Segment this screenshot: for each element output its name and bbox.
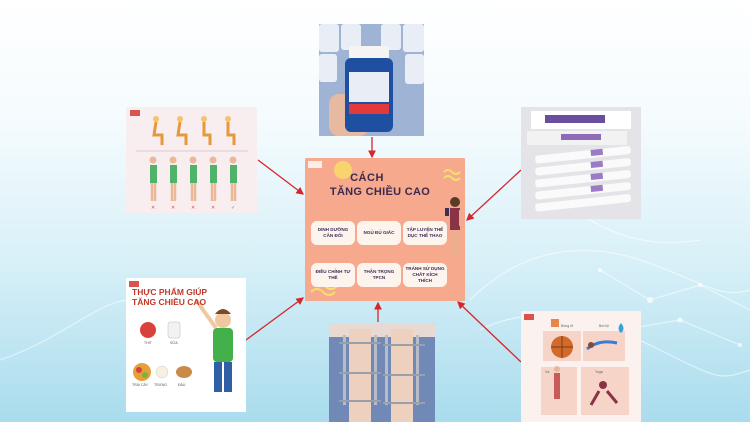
sports-illustration: Bóng rổ Bơi lội Xà Yoga xyxy=(521,311,641,422)
svg-text:Bóng rổ: Bóng rổ xyxy=(561,324,573,328)
svg-text:✕: ✕ xyxy=(211,205,215,211)
card-title-line2: TĂNG CHIỀU CAO xyxy=(329,186,431,198)
svg-text:Bơi lội: Bơi lội xyxy=(599,324,609,328)
svg-text:TRÁI CÂY: TRÁI CÂY xyxy=(132,383,149,387)
svg-text:TRỨNG: TRỨNG xyxy=(154,383,167,387)
svg-text:✕: ✕ xyxy=(171,205,175,211)
supplement-bottle-image xyxy=(319,24,424,136)
arrow-bottom-left xyxy=(245,297,305,341)
method-nutrition: DINH DƯỠNG CÂN ĐỐI xyxy=(311,221,355,245)
arrow-bottom-right xyxy=(457,301,522,363)
svg-text:✕: ✕ xyxy=(151,205,155,211)
card-title-line1: CÁCH xyxy=(350,172,384,184)
svg-text:Xà: Xà xyxy=(545,370,549,374)
posture-figures-illustration: ✕ ✕ ✕ ✕ ✓ xyxy=(126,107,257,213)
method-sleep: NGỦ ĐỦ GIẤC xyxy=(357,221,401,245)
posture-figures-image: ✕ ✕ ✕ ✕ ✓ xyxy=(126,107,257,213)
svg-text:Yoga: Yoga xyxy=(595,370,603,374)
leg-frame-illustration xyxy=(329,323,435,422)
method-posture: ĐIỀU CHỈNH TƯ THẾ xyxy=(311,263,355,287)
sports-activities-image: Bóng rổ Bơi lội Xà Yoga xyxy=(521,311,641,422)
method-supplements: THẬN TRỌNG TPCN xyxy=(357,263,401,287)
center-card-decoration xyxy=(308,161,462,296)
food-icons xyxy=(133,321,192,381)
method-exercise: TẬP LUYỆN THỂ DỤC THỂ THAO xyxy=(403,221,447,245)
svg-text:✕: ✕ xyxy=(191,205,195,211)
growth-hormone-pens-image xyxy=(521,107,641,219)
arrow-top-left xyxy=(257,159,305,195)
leg-lengthening-image xyxy=(329,323,435,422)
supplement-bottle-illustration xyxy=(319,24,424,136)
foods-and-boy-illustration: THỊT SỮA TRÁI CÂY TRỨNG ĐẬU xyxy=(129,281,233,392)
method-avoid-stimulants: TRÁNH SỬ DỤNG CHẤT KÍCH THÍCH xyxy=(403,263,447,287)
svg-text:SỮA: SỮA xyxy=(170,340,178,345)
svg-text:THỊT: THỊT xyxy=(144,341,153,345)
food-panel-title: THỰC PHẨM GIÚP TĂNG CHIỀU CAO xyxy=(132,287,207,307)
svg-text:✓: ✓ xyxy=(231,205,235,211)
arrow-top-right xyxy=(466,169,522,221)
svg-text:ĐẬU: ĐẬU xyxy=(178,383,186,387)
center-title-card: CÁCH TĂNG CHIỀU CAO DINH DƯỠNG CÂN ĐỐI N… xyxy=(305,158,465,301)
injection-pens-illustration xyxy=(521,107,641,219)
person-figure xyxy=(445,197,462,256)
boy-figure xyxy=(194,298,233,392)
height-foods-image: THỊT SỮA TRÁI CÂY TRỨNG ĐẬU THỰC PHẨM GIÚP … xyxy=(126,278,246,412)
